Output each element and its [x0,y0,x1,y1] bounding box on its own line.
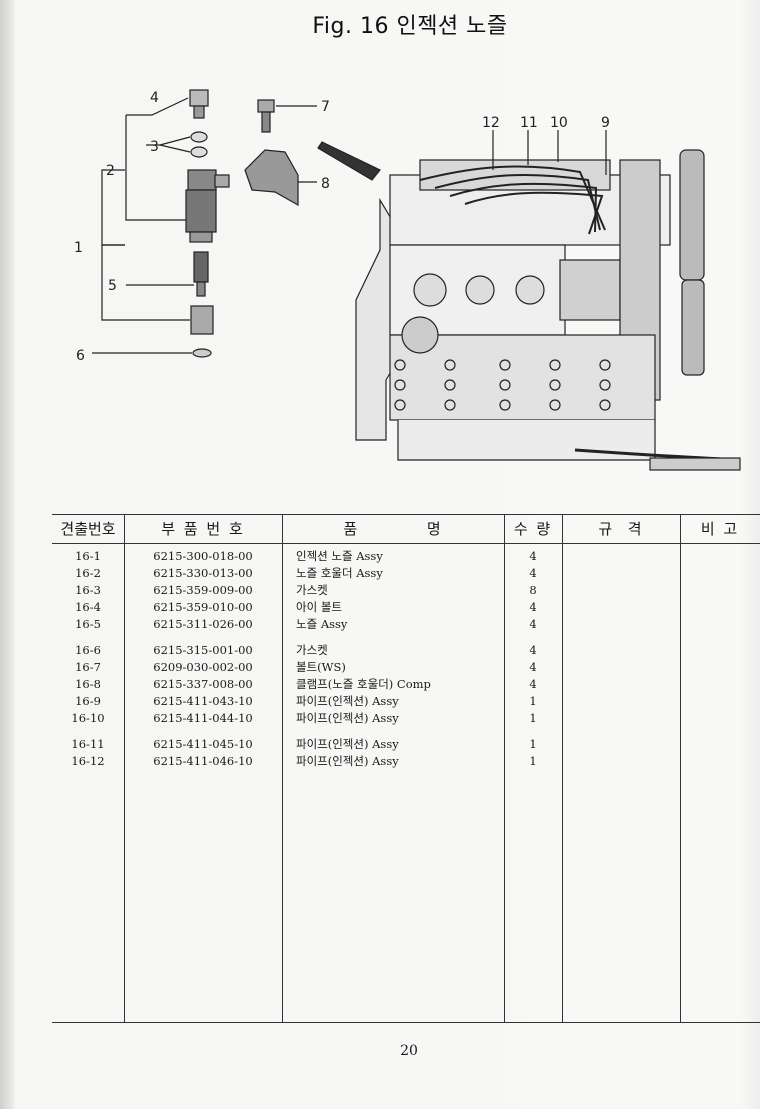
col-divider [680,514,681,1023]
part-number-cell: 6209-030-002-00 [153,660,253,674]
quantity-cell: 4 [529,643,537,657]
callout-2: 2 [106,163,115,179]
col-divider [504,514,505,1023]
callout-12: 12 [482,115,500,131]
part-number-cell: 6215-315-001-00 [153,643,253,657]
callout-11: 11 [520,115,538,131]
col-divider [124,514,125,1023]
part-name-cell: 인젝션 노즐 Assy [296,549,383,563]
callout-10: 10 [550,115,568,131]
table-top-rule [52,514,760,515]
quantity-cell: 1 [529,737,537,751]
page-edge-shadow [0,0,14,1109]
part-name-cell: 파이프(인젝션) Assy [296,711,399,725]
table-row: 16-6 6215-315-001-00 가스켓 4 [52,642,760,659]
callout-7: 7 [321,99,330,115]
callout-labels: 1 2 3 4 5 6 7 8 9 10 11 12 [74,90,610,364]
header-spec: 규 격 [598,520,644,538]
index-no-cell: 16-7 [75,660,101,674]
header-quantity: 수 량 [513,520,553,538]
quantity-cell: 4 [529,549,537,563]
table-row: 16-10 6215-411-044-10 파이프(인젝션) Assy 1 [52,710,760,727]
table-bottom-rule [52,1022,760,1023]
index-no-cell: 16-5 [75,617,101,631]
part-number-cell: 6215-411-046-10 [153,754,253,768]
part-number-cell: 6215-411-044-10 [153,711,253,725]
part-number-cell: 6215-411-045-10 [153,737,253,751]
table-row: 16-4 6215-359-010-00 아이 볼트 4 [52,599,760,616]
callout-4: 4 [150,90,159,106]
index-no-cell: 16-8 [75,677,101,691]
quantity-cell: 1 [529,711,537,725]
part-name-cell: 볼트(WS) [296,660,346,674]
index-no-cell: 16-11 [71,737,105,751]
part-number-cell: 6215-311-026-00 [153,617,253,631]
part-number-cell: 6215-359-009-00 [153,583,253,597]
part-number-cell: 6215-337-008-00 [153,677,253,691]
quantity-cell: 4 [529,617,537,631]
col-divider [282,514,283,1023]
table-row: 16-1 6215-300-018-00 인젝션 노즐 Assy 4 [52,548,760,565]
index-no-cell: 16-3 [75,583,101,597]
index-no-cell: 16-4 [75,600,101,614]
col-divider [562,514,563,1023]
part-name-cell: 가스켓 [296,643,328,657]
quantity-cell: 1 [529,754,537,768]
table-row: 16-12 6215-411-046-10 파이프(인젝션) Assy 1 [52,753,760,770]
figure-title: Fig. 16 인젝션 노즐 [312,14,508,39]
quantity-cell: 4 [529,677,537,691]
table-row: 16-3 6215-359-009-00 가스켓 8 [52,582,760,599]
page-number: 20 [400,1043,418,1059]
part-name-cell: 노즐 Assy [296,617,348,631]
part-name-cell: 클램프(노즐 호울더) Comp [296,677,431,691]
index-no-cell: 16-1 [75,549,101,563]
header-remarks: 비 고 [700,520,740,538]
table-row: 16-2 6215-330-013-00 노즐 호울더 Assy 4 [52,565,760,582]
table-row: 16-7 6209-030-002-00 볼트(WS) 4 [52,659,760,676]
table-row: 16-8 6215-337-008-00 클램프(노즐 호울더) Comp 4 [52,676,760,693]
injection-nozzle-drawing: 1 2 3 4 5 6 7 8 9 10 11 12 [74,89,741,471]
table-row: 16-9 6215-411-043-10 파이프(인젝션) Assy 1 [52,693,760,710]
quantity-cell: 8 [529,583,537,597]
exploded-view-illustration: 1 2 3 4 5 6 7 8 9 10 11 12 [40,80,755,490]
table-row: 16-11 6215-411-045-10 파이프(인젝션) Assy 1 [52,736,760,753]
part-name-cell: 파이프(인젝션) Assy [296,737,399,751]
header-part-number: 부 품 번 호 [161,520,245,538]
quantity-cell: 4 [529,660,537,674]
callout-5: 5 [108,278,117,294]
part-name-cell: 아이 볼트 [296,600,342,614]
quantity-cell: 4 [529,566,537,580]
index-no-cell: 16-6 [75,643,101,657]
part-name-cell: 파이프(인젝션) Assy [296,694,399,708]
part-number-cell: 6215-411-043-10 [153,694,253,708]
header-index-no: 견출번호 [60,520,116,538]
callout-6: 6 [76,348,85,364]
part-number-cell: 6215-300-018-00 [153,549,253,563]
index-no-cell: 16-9 [75,694,101,708]
index-no-cell: 16-12 [71,754,105,768]
quantity-cell: 4 [529,600,537,614]
callout-1: 1 [74,240,83,256]
parts-table: 견출번호 부 품 번 호 품 명 수 량 규 격 비 고 16-1 6215-30… [52,514,760,1024]
parts-table-body: 16-1 6215-300-018-00 인젝션 노즐 Assy 4 16-2 6215-… [52,548,760,770]
quantity-cell: 1 [529,694,537,708]
part-name-cell: 노즐 호울더 Assy [296,566,383,580]
callout-3: 3 [150,139,159,155]
part-name-cell: 가스켓 [296,583,328,597]
part-number-cell: 6215-359-010-00 [153,600,253,614]
part-name-cell: 파이프(인젝션) Assy [296,754,399,768]
header-part-name: 품 명 [343,520,443,538]
part-number-cell: 6215-330-013-00 [153,566,253,580]
table-header-rule [52,543,760,544]
index-no-cell: 16-10 [71,711,105,725]
callout-9: 9 [601,115,610,131]
table-row: 16-5 6215-311-026-00 노즐 Assy 4 [52,616,760,633]
index-no-cell: 16-2 [75,566,101,580]
callout-8: 8 [321,176,330,192]
